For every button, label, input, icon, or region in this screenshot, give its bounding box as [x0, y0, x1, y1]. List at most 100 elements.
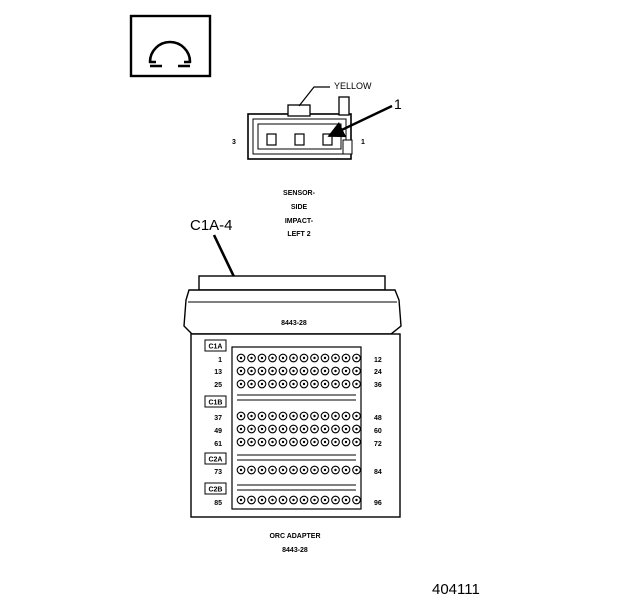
pin-hole-center	[334, 356, 337, 360]
pin-hole-center	[334, 440, 337, 444]
row-start-number: 25	[214, 382, 222, 389]
pin-number-left: 3	[232, 139, 236, 146]
pin-hole-center	[281, 356, 285, 360]
pin-hole-center	[313, 468, 316, 472]
pin-hole-center	[323, 498, 327, 502]
pin-hole-center	[334, 369, 337, 373]
pin-hole-center	[355, 498, 358, 502]
pin-hole-center	[260, 382, 264, 386]
pin-hole-center	[313, 427, 316, 431]
pin-hole-center	[302, 468, 306, 472]
pin-hole-center	[260, 356, 264, 360]
pin-hole-center	[334, 498, 337, 502]
pin-row	[236, 366, 361, 376]
adapter-part-number: 8443-28	[282, 547, 308, 554]
pin-hole-center	[344, 369, 348, 373]
pin-hole-center	[281, 427, 285, 431]
pin-hole-center	[260, 468, 264, 472]
group-label: C1A	[208, 344, 222, 351]
pin-hole-center	[344, 427, 348, 431]
pin-hole-center	[334, 414, 337, 418]
callout-arrow-1	[327, 104, 393, 138]
pin-hole-center	[292, 356, 295, 360]
row-start-number: 49	[214, 428, 222, 435]
pin-hole-center	[302, 440, 306, 444]
pin-hole-center	[355, 427, 358, 431]
pin-hole-center	[344, 382, 348, 386]
group-c1a: C1A	[204, 339, 227, 352]
pin-hole-center	[323, 369, 327, 373]
row-start-number: 13	[214, 369, 222, 376]
pin-hole-center	[271, 414, 274, 418]
pin-hole-center	[271, 427, 274, 431]
svg-text:SIDE: SIDE	[291, 204, 308, 211]
pin-hole-center	[323, 382, 327, 386]
pin-hole-center	[250, 468, 253, 472]
pin-hole-center	[344, 468, 348, 472]
pin-hole-center	[250, 427, 253, 431]
pin-hole-center	[355, 382, 358, 386]
pin-hole-center	[271, 369, 274, 373]
wire-color-label: YELLOW	[334, 81, 372, 91]
pin-row	[236, 411, 361, 421]
pin-hole-center	[323, 427, 327, 431]
pin-hole-center	[323, 414, 327, 418]
figure-number: 404111	[432, 581, 480, 598]
pin-hole-center	[281, 382, 285, 386]
row-start-number: 73	[214, 469, 222, 476]
pin-hole-center	[355, 369, 358, 373]
row-end-number: 12	[374, 357, 382, 364]
sensor-connector: YELLOW 3 1 1 SENSOR- SIDE IMPACT- LEFT 2	[232, 81, 402, 238]
pin-hole-center	[313, 498, 316, 502]
pin-hole-center	[260, 369, 264, 373]
pin-hole-center	[239, 356, 243, 360]
orc-adapter: 8443-28 C1A C1B C2A C2B 1 12 13 24	[183, 275, 402, 518]
pin-hole-center	[292, 498, 295, 502]
pin-hole-center	[250, 382, 253, 386]
row-start-number: 85	[214, 500, 222, 507]
pin-hole-center	[281, 468, 285, 472]
sensor-pin-2	[294, 133, 305, 146]
pin-hole-center	[313, 414, 316, 418]
pin-hole-center	[302, 382, 306, 386]
pin-hole-center	[250, 498, 253, 502]
pin-row	[236, 379, 361, 389]
pin-hole-center	[260, 414, 264, 418]
pin-row	[236, 495, 361, 505]
pin-hole-center	[250, 369, 253, 373]
sensor-caption: SENSOR- SIDE IMPACT- LEFT 2	[283, 190, 316, 238]
pin-hole-center	[292, 440, 295, 444]
pin-hole-center	[239, 382, 243, 386]
svg-text:IMPACT-: IMPACT-	[285, 218, 314, 225]
pin-hole-center	[239, 414, 243, 418]
pin-hole-center	[271, 356, 274, 360]
pin-hole-center	[281, 414, 285, 418]
row-end-number: 96	[374, 500, 382, 507]
ohm-symbol-box	[129, 14, 212, 78]
group-label: C1B	[208, 400, 222, 407]
pin-row	[236, 437, 361, 447]
pin-hole-center	[302, 356, 306, 360]
pin-hole-center	[250, 440, 253, 444]
row-end-number: 84	[374, 469, 382, 476]
pin-rows	[236, 353, 361, 505]
pin-hole-center	[334, 427, 337, 431]
pin-hole-center	[313, 440, 316, 444]
pin-hole-center	[292, 382, 295, 386]
group-label: C2B	[208, 487, 222, 494]
row-end-number: 72	[374, 441, 382, 448]
pin-hole-center	[260, 498, 264, 502]
pin-hole-center	[313, 356, 316, 360]
adapter-name: ORC ADAPTER	[269, 533, 320, 540]
pin-hole-center	[334, 468, 337, 472]
group-c2b: C2B	[204, 482, 227, 495]
row-end-number: 60	[374, 428, 382, 435]
pin-hole-center	[239, 498, 243, 502]
pin-hole-center	[260, 440, 264, 444]
pin-hole-center	[271, 440, 274, 444]
pin-hole-center	[355, 414, 358, 418]
pin-hole-center	[355, 440, 358, 444]
pin-hole-center	[239, 427, 243, 431]
pin-hole-center	[344, 414, 348, 418]
pin-hole-center	[271, 468, 274, 472]
